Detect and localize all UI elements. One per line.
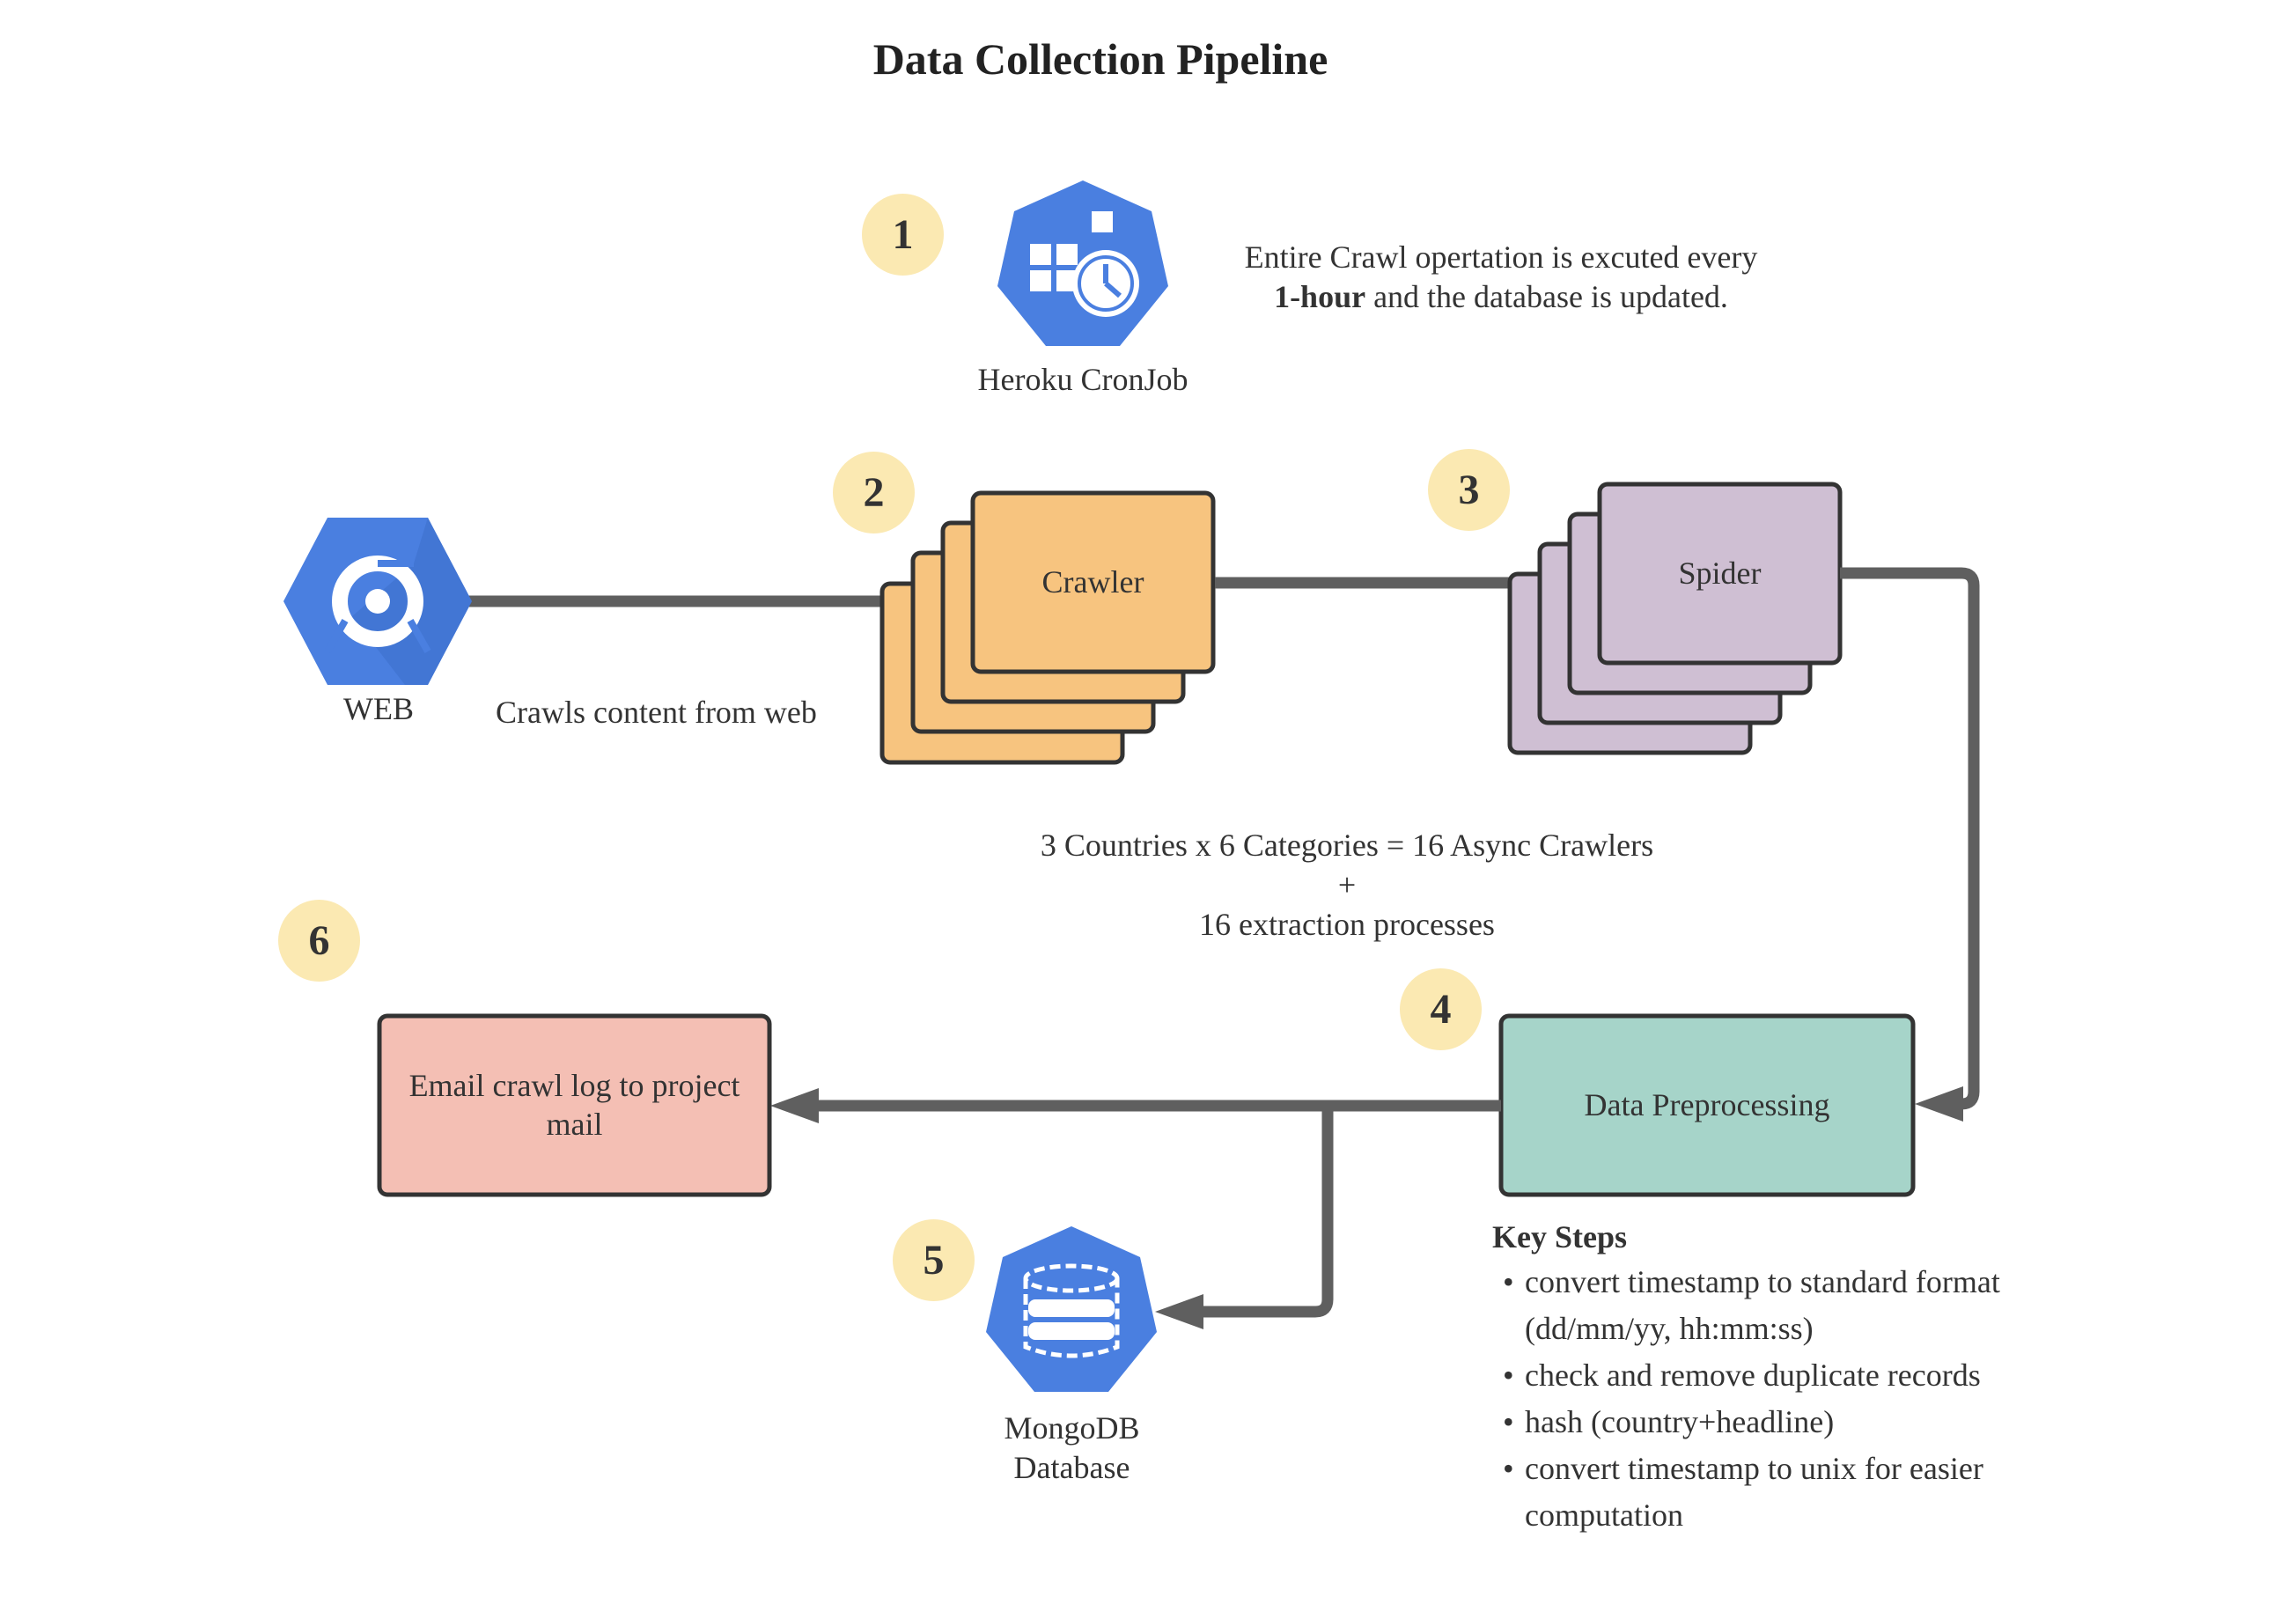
crawler-count-line2: + bbox=[1337, 867, 1357, 902]
web-icon bbox=[283, 518, 472, 685]
key-step-item: hash (country+headline) bbox=[1492, 1399, 2020, 1446]
cronjob-label: Heroku CronJob bbox=[977, 362, 1188, 397]
cronjob-note-rest: and the database is updated. bbox=[1365, 279, 1728, 314]
cronjob-note: Entire Crawl opertation is excuted every… bbox=[1171, 238, 1831, 317]
database-icon bbox=[986, 1226, 1157, 1392]
key-step-item: convert timestamp to standard format (dd… bbox=[1492, 1259, 2020, 1352]
mongodb-label-line2: Database bbox=[1013, 1450, 1130, 1485]
web-label: WEB bbox=[343, 691, 414, 726]
email-box bbox=[377, 1013, 772, 1197]
mongodb-label: MongoDB Database bbox=[942, 1409, 1202, 1488]
crawler-count-line3: 16 extraction processes bbox=[1199, 907, 1495, 942]
arrow-preprocessing-to-email bbox=[770, 1088, 1501, 1123]
cronjob-note-line1: Entire Crawl opertation is excuted every bbox=[1244, 239, 1758, 275]
key-steps: Key Steps convert timestamp to standard … bbox=[1492, 1215, 2020, 1539]
spider-label: Spider bbox=[1678, 555, 1762, 591]
cronjob-icon bbox=[997, 180, 1168, 346]
crawler-count-note: 3 Countries x 6 Categories = 16 Async Cr… bbox=[977, 826, 1717, 945]
key-step-item: check and remove duplicate records bbox=[1492, 1352, 2020, 1399]
crawler-label: Crawler bbox=[1041, 563, 1144, 600]
step-badge-2: 2 bbox=[833, 452, 915, 533]
cronjob-note-bold: 1-hour bbox=[1274, 279, 1366, 314]
arrow-to-mongodb bbox=[1155, 1106, 1334, 1329]
mongodb-label-line1: MongoDB bbox=[1004, 1410, 1140, 1446]
preprocessing-label: Data Preprocessing bbox=[1584, 1086, 1830, 1122]
diagram-title: Data Collection Pipeline bbox=[872, 34, 1328, 84]
arrow-spider-to-preprocessing bbox=[1840, 567, 1980, 1122]
web-edge-label: Crawls content from web bbox=[496, 695, 817, 730]
step-badge-4: 4 bbox=[1400, 968, 1482, 1050]
key-steps-list: convert timestamp to standard format (dd… bbox=[1492, 1259, 2020, 1539]
step-badge-6: 6 bbox=[278, 900, 360, 982]
crawler-stack bbox=[879, 490, 1216, 765]
key-steps-title: Key Steps bbox=[1492, 1219, 1627, 1255]
crawler-count-line1: 3 Countries x 6 Categories = 16 Async Cr… bbox=[1040, 828, 1654, 863]
cronjob-note-line2: 1-hour and the database is updated. bbox=[1171, 277, 1831, 317]
email-label: Email crawl log to project mail bbox=[408, 1068, 740, 1142]
step-badge-3: 3 bbox=[1428, 449, 1510, 531]
spider-stack bbox=[1507, 482, 1843, 755]
step-badge-1: 1 bbox=[862, 194, 944, 276]
step-badge-5: 5 bbox=[893, 1219, 975, 1301]
key-step-item: convert timestamp to unix for easier com… bbox=[1492, 1446, 2020, 1539]
